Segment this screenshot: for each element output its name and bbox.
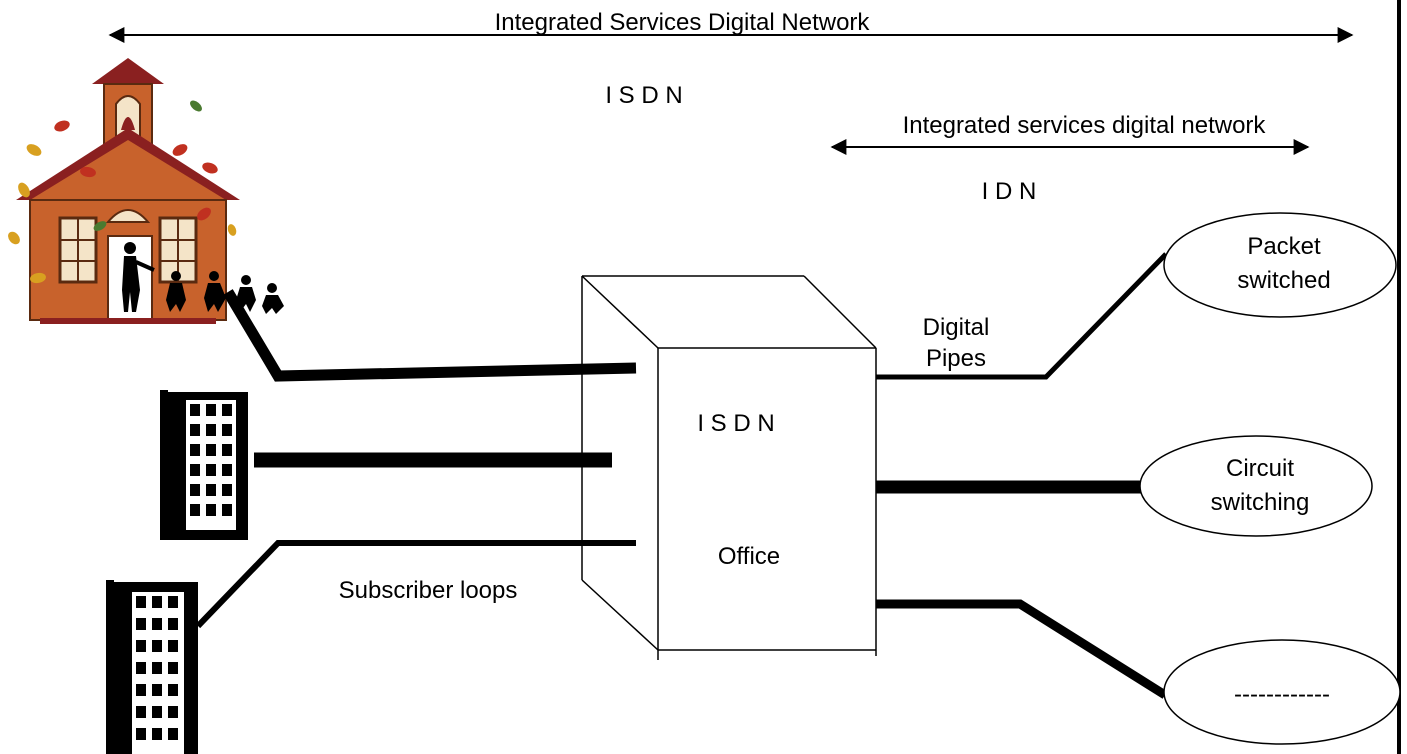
digital-pipes-label-line2: Pipes — [926, 345, 986, 372]
other-network-ellipse — [1163, 639, 1401, 745]
idn-abbrev: I D N — [982, 178, 1037, 205]
circuit-switching-ellipse — [1139, 435, 1373, 537]
subscriber-loop-lines — [195, 289, 637, 629]
isdn-title: Integrated Services Digital Network — [495, 9, 871, 36]
subscriber-loop-school — [223, 289, 637, 382]
subscriber-loop-building-2 — [195, 540, 636, 629]
isdn-abbrev: I S D N — [605, 82, 682, 109]
packet-switched-label-line1: Packet — [1247, 233, 1321, 260]
circuit-switching-label-line2: switching — [1211, 489, 1310, 516]
office-building-icon — [160, 390, 248, 540]
digital-pipe-other — [876, 599, 1168, 699]
idn-label: Integrated services digital network — [903, 112, 1267, 139]
schoolhouse-icon — [8, 58, 284, 324]
office-isdn-label: I S D N — [697, 410, 774, 437]
office-building-icon — [106, 580, 198, 754]
isdn-office-box — [581, 275, 877, 660]
other-network-label: ------------ — [1234, 681, 1330, 708]
digital-pipe-packet — [876, 252, 1168, 380]
office-label: Office — [718, 543, 780, 570]
circuit-switching-label-line1: Circuit — [1226, 455, 1294, 482]
packet-switched-label-line2: switched — [1237, 267, 1330, 294]
digital-pipe-lines — [876, 252, 1168, 699]
subscriber-loops-label: Subscriber loops — [339, 577, 518, 604]
digital-pipes-label-line1: Digital — [923, 314, 990, 341]
packet-switched-ellipse — [1163, 212, 1397, 318]
page-right-border — [1397, 0, 1401, 754]
